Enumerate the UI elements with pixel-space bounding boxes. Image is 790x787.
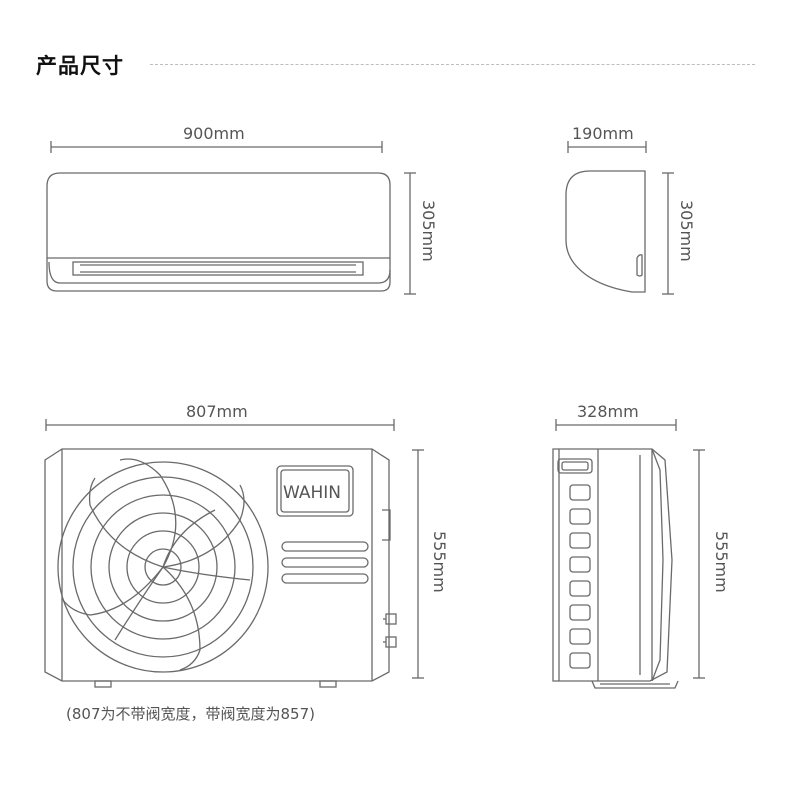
brand-logo: WAHIN — [283, 483, 342, 503]
indoor-depth-label: 190mm — [572, 124, 634, 143]
outdoor-side-height-label: 555mm — [712, 531, 731, 593]
outdoor-width-label: 807mm — [186, 402, 248, 421]
outdoor-unit-front — [44, 419, 424, 688]
indoor-width-label: 900mm — [183, 124, 245, 143]
outdoor-depth-label: 328mm — [577, 402, 639, 421]
indoor-unit-side — [565, 141, 674, 295]
indoor-side-height-label: 305mm — [677, 200, 696, 262]
indoor-height-label: 305mm — [419, 200, 438, 262]
section-title: 产品尺寸 — [36, 54, 124, 78]
indoor-unit-front — [46, 141, 416, 295]
outdoor-height-label: 555mm — [430, 531, 449, 593]
width-note: (807为不带阀宽度，带阀宽度为857) — [66, 705, 315, 723]
title-divider — [150, 64, 755, 65]
outdoor-unit-side — [552, 419, 705, 689]
